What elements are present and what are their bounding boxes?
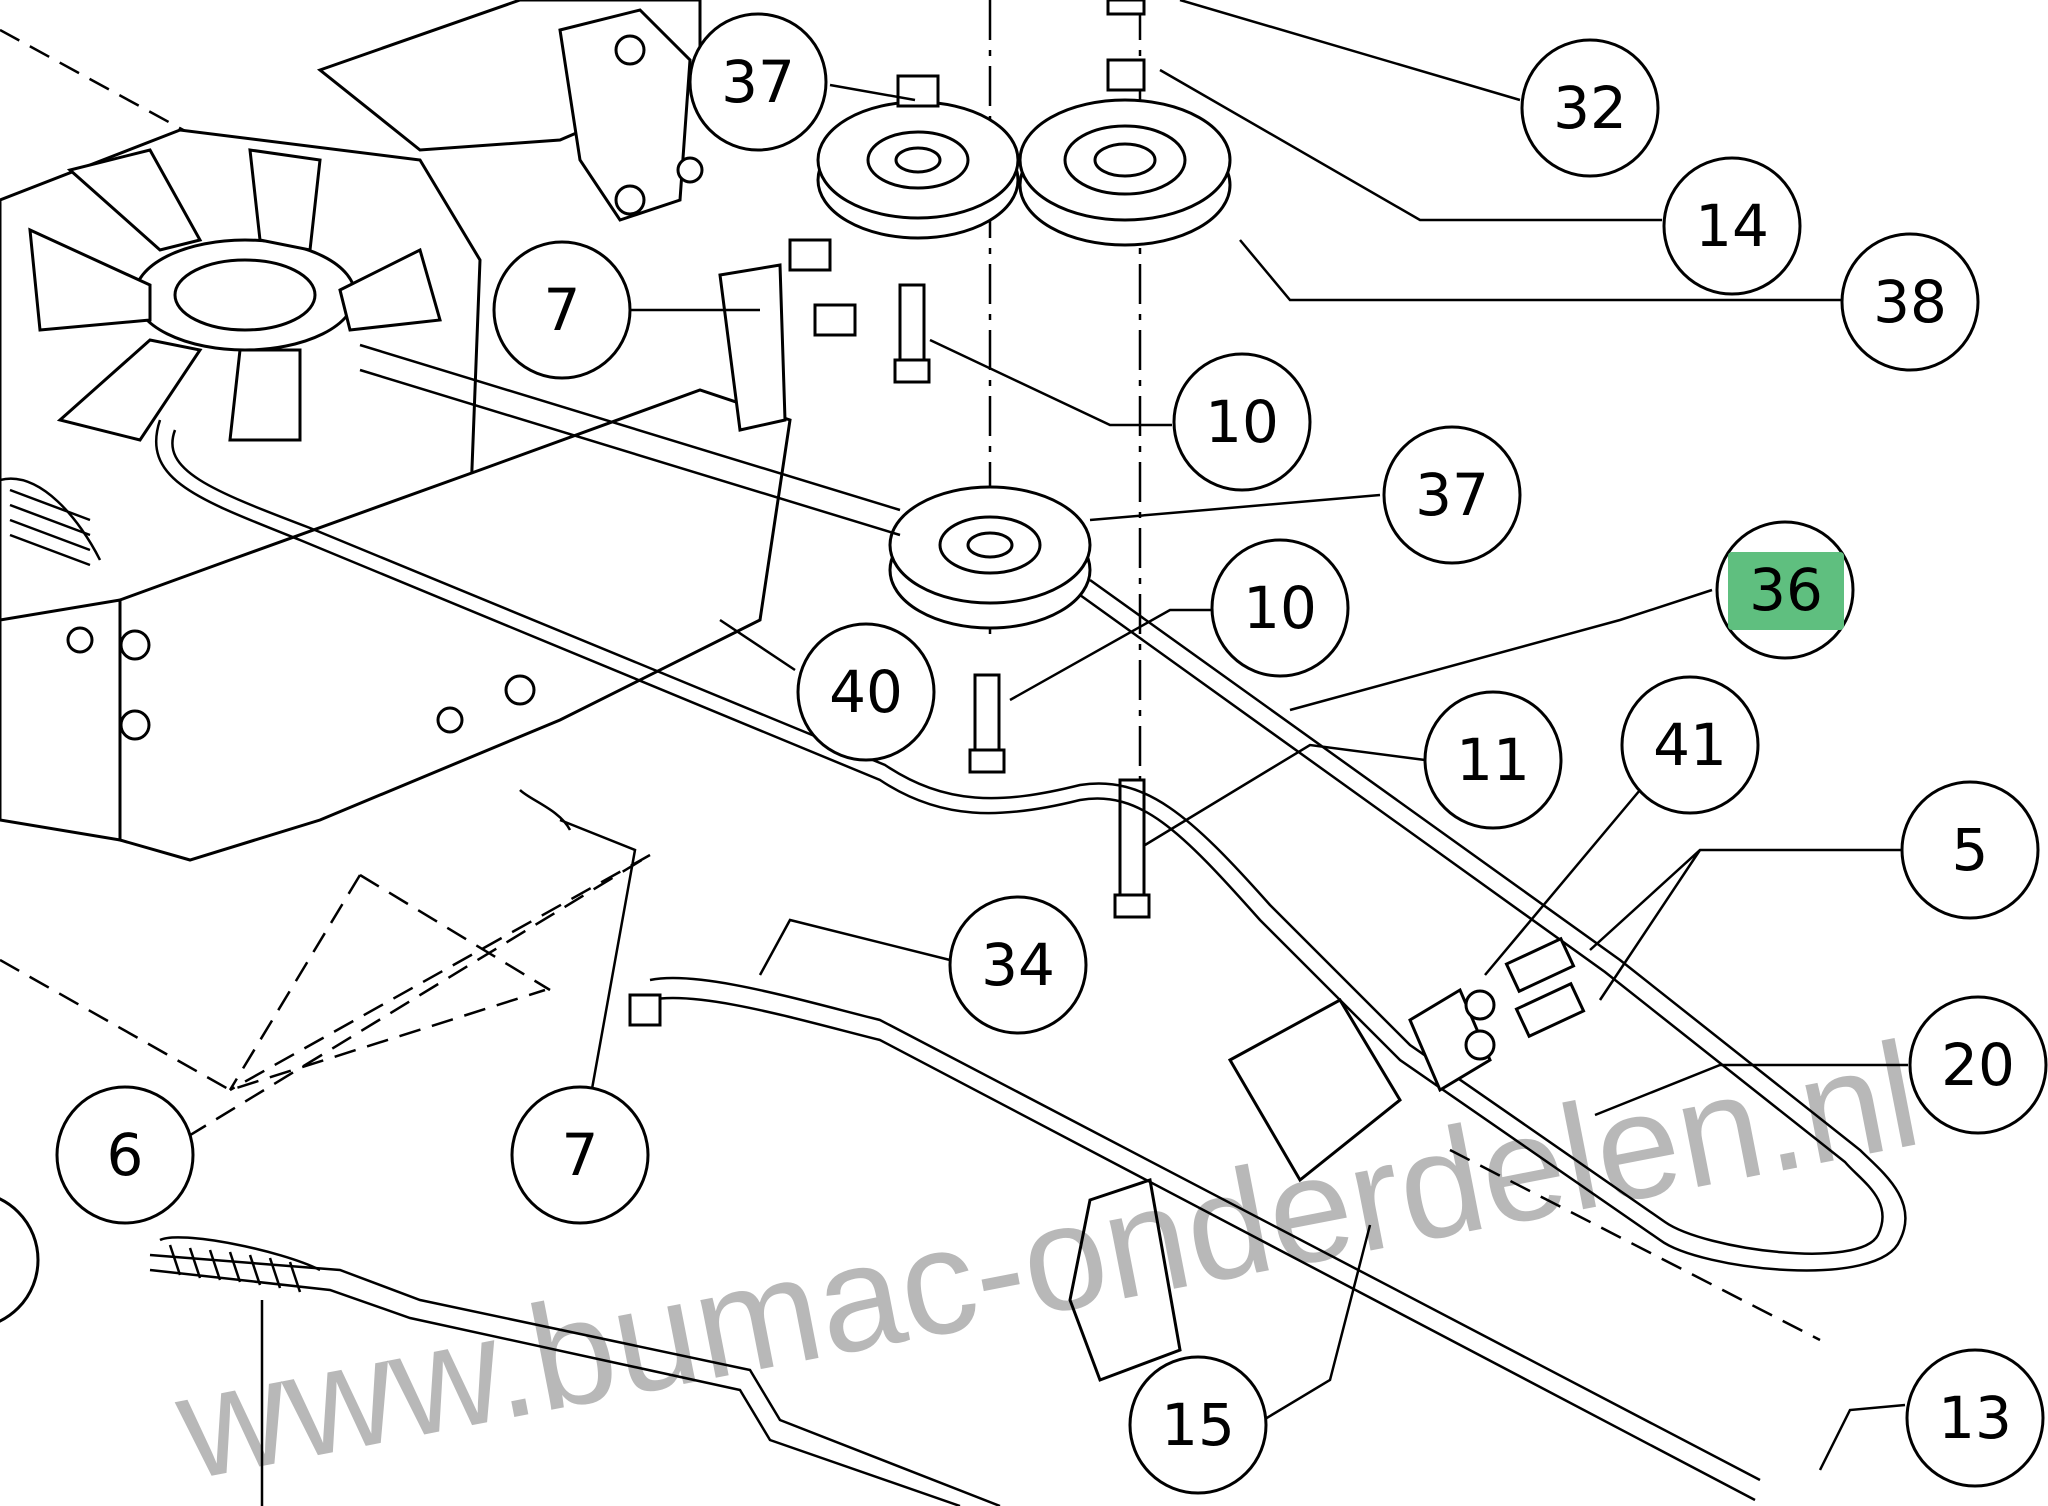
callout-2-partial[interactable]: 2 xyxy=(0,1192,40,1328)
svg-text:20: 20 xyxy=(1941,1031,2015,1099)
bracket-and-linkage xyxy=(149,789,1761,1506)
svg-text:37: 37 xyxy=(721,48,795,116)
bolts xyxy=(788,238,1151,919)
drive-belt xyxy=(154,343,1907,1272)
svg-text:32: 32 xyxy=(1553,74,1627,142)
svg-text:34: 34 xyxy=(981,931,1055,999)
svg-text:36: 36 xyxy=(1749,556,1823,624)
assembly-outline-lines xyxy=(0,0,1821,1342)
callout-13[interactable]: 13 xyxy=(1905,1348,2045,1488)
callout-6[interactable]: 6 xyxy=(55,1085,195,1225)
svg-text:13: 13 xyxy=(1938,1384,2012,1452)
callout-32[interactable]: 32 xyxy=(1520,38,1660,178)
callout-7-bottom[interactable]: 7 xyxy=(510,1085,650,1225)
svg-text:14: 14 xyxy=(1695,192,1769,260)
callout-37-middle[interactable]: 37 xyxy=(1382,425,1522,565)
callout-10-middle[interactable]: 10 xyxy=(1210,538,1350,678)
svg-text:40: 40 xyxy=(829,658,903,726)
callout-15[interactable]: 15 xyxy=(1128,1355,1268,1495)
callout-38[interactable]: 38 xyxy=(1840,232,1980,372)
svg-text:11: 11 xyxy=(1456,726,1530,794)
callout-14[interactable]: 14 xyxy=(1662,156,1802,296)
callout-41[interactable]: 41 xyxy=(1620,675,1760,815)
leader-lines xyxy=(260,0,1908,1506)
svg-text:38: 38 xyxy=(1873,268,1947,336)
svg-text:5: 5 xyxy=(1952,816,1989,884)
idler-pulley-top-left xyxy=(816,74,1020,240)
svg-text:7: 7 xyxy=(544,276,581,344)
svg-text:10: 10 xyxy=(1205,388,1279,456)
callout-34[interactable]: 34 xyxy=(948,895,1088,1035)
callout-20[interactable]: 20 xyxy=(1908,995,2048,1135)
idler-pulley-middle xyxy=(888,485,1092,630)
svg-text:7: 7 xyxy=(562,1121,599,1189)
callout-5[interactable]: 5 xyxy=(1900,780,2040,920)
callout-37-top[interactable]: 37 xyxy=(688,12,828,152)
svg-text:15: 15 xyxy=(1161,1391,1235,1459)
callout-11[interactable]: 11 xyxy=(1423,690,1563,830)
svg-text:10: 10 xyxy=(1243,574,1317,642)
idler-pulley-top-right xyxy=(1018,0,1232,247)
cooling-fan xyxy=(28,148,442,442)
svg-text:41: 41 xyxy=(1653,711,1727,779)
callout-36-highlighted[interactable]: 36 xyxy=(1715,520,1855,660)
svg-text:6: 6 xyxy=(107,1121,144,1189)
callout-40[interactable]: 40 xyxy=(796,622,936,762)
callout-10-top[interactable]: 10 xyxy=(1172,352,1312,492)
transmission-assembly xyxy=(0,0,792,862)
svg-text:37: 37 xyxy=(1415,461,1489,529)
callouts: 37 32 14 38 7 10 37 36 xyxy=(0,12,2048,1495)
callout-7-top[interactable]: 7 xyxy=(492,240,632,380)
